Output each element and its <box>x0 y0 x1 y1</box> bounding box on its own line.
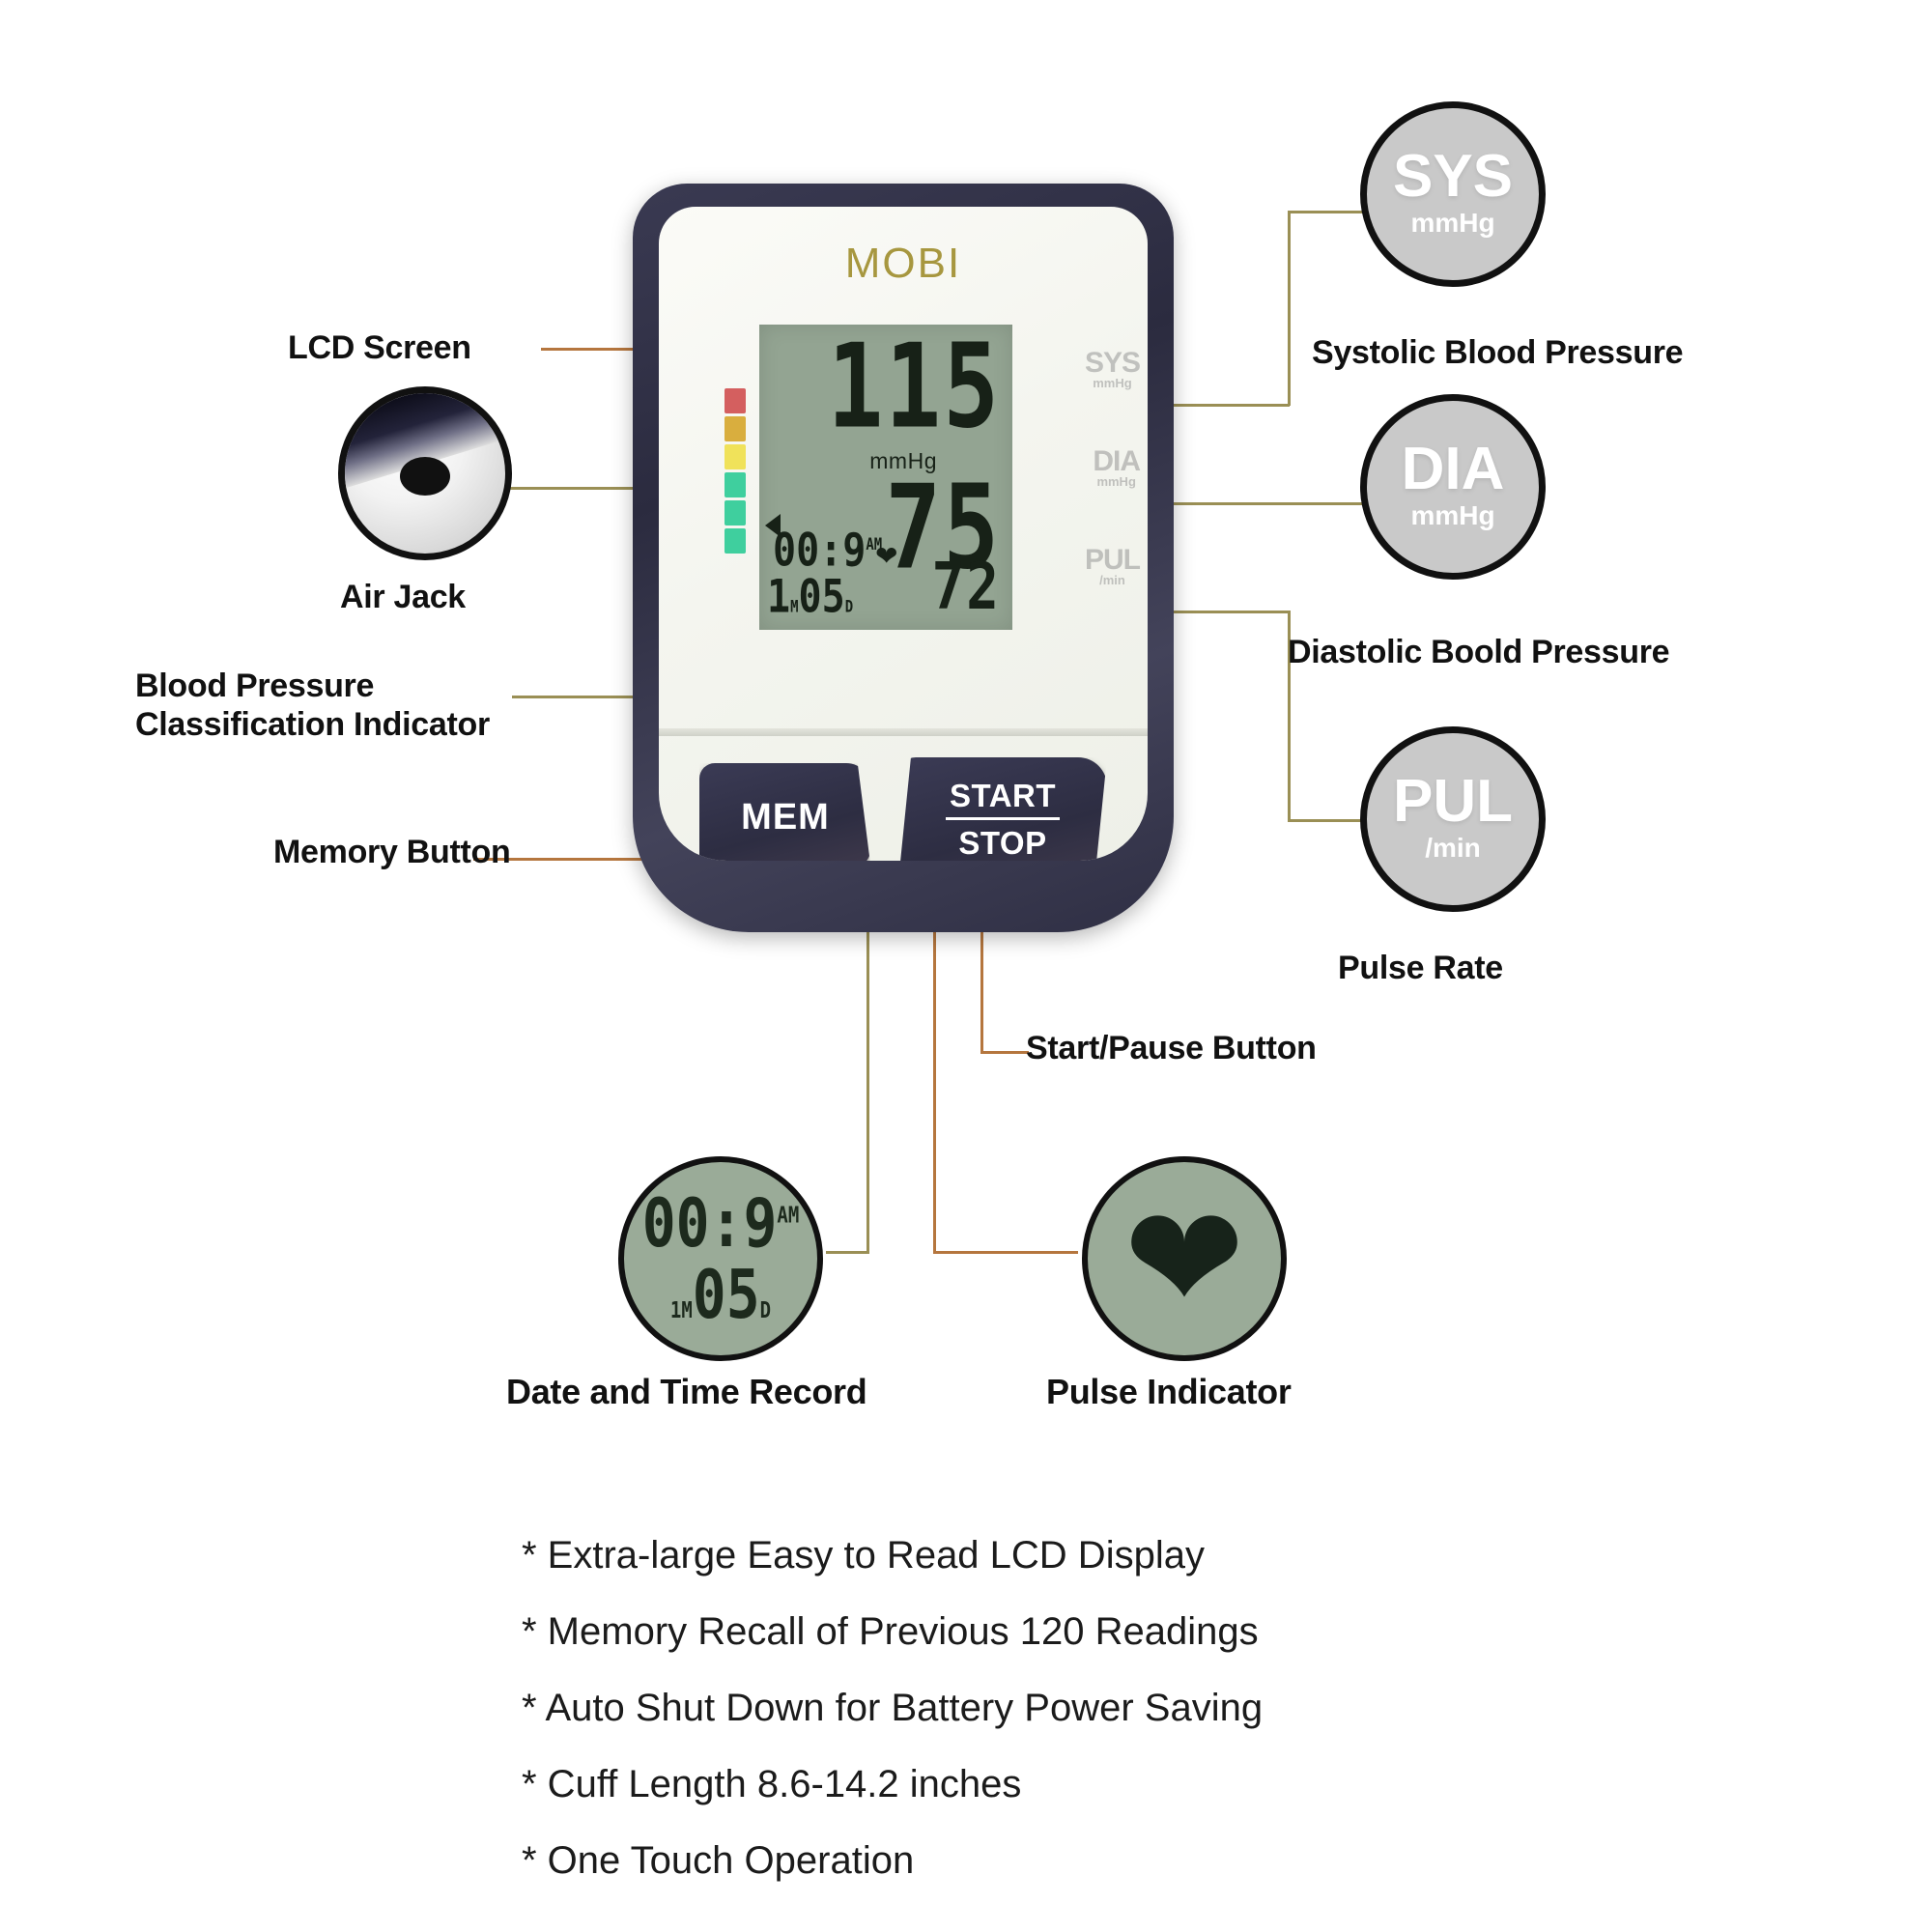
stop-button-label: STOP <box>958 824 1047 861</box>
classification-segment-green-2 <box>724 500 746 526</box>
classification-segment-orange <box>724 416 746 441</box>
callout-start-pause-button: Start/Pause Button <box>1026 1030 1317 1066</box>
callout-classification-line2: Classification Indicator <box>135 706 490 744</box>
leader-dia-h <box>1145 502 1386 505</box>
leader-pul-h1 <box>1145 611 1290 613</box>
zoom-circle-datetime: 00:9AM 1M05D <box>618 1156 823 1361</box>
callout-air-jack: Air Jack <box>340 579 466 615</box>
classification-segment-red <box>724 388 746 413</box>
leader-sys-h1 <box>1145 404 1290 407</box>
start-stop-button[interactable]: START STOP <box>898 757 1107 861</box>
leader-memory-button <box>473 858 715 861</box>
device-face: MOBI 115 mmHg 75 72 ❤ 00:9AM <box>659 207 1148 861</box>
panel-divider <box>659 728 1148 736</box>
leader-sys-h2 <box>1288 211 1384 213</box>
heart-icon: ❤ <box>875 541 898 571</box>
leader-datetime-v <box>867 676 869 1254</box>
blood-pressure-monitor-device: MOBI 115 mmHg 75 72 ❤ 00:9AM <box>633 184 1174 932</box>
zoom-dia-unit: mmHg <box>1410 499 1495 530</box>
lcd-systolic-value: 115 <box>827 319 1001 454</box>
memory-button-label: MEM <box>741 796 830 838</box>
callout-lcd-screen: LCD Screen <box>288 329 471 366</box>
air-jack-port-icon <box>400 457 450 497</box>
callout-diastolic: Diastolic Boold Pressure <box>1288 634 1670 670</box>
callout-classification-line1: Blood Pressure <box>135 668 375 704</box>
lcd-time-value: 00:9AM <box>773 525 883 578</box>
blood-pressure-classification-indicator <box>724 388 746 554</box>
leader-start-h <box>980 1051 1029 1054</box>
memory-button[interactable]: MEM <box>699 763 871 861</box>
feature-item: * One Touch Operation <box>522 1839 915 1882</box>
leader-pulse-h <box>933 1251 1078 1254</box>
zoom-pul-title: PUL <box>1393 768 1513 836</box>
leader-datetime-h <box>826 1251 869 1254</box>
lcd-screen: 115 mmHg 75 72 ❤ 00:9AM 1M05D <box>759 325 1012 630</box>
callout-memory-button: Memory Button <box>273 834 511 870</box>
zoom-pul-unit: /min <box>1425 832 1481 863</box>
leader-start-v <box>980 811 983 1053</box>
zoom-dia-title: DIA <box>1401 436 1505 503</box>
device-brand-logo: MOBI <box>844 240 962 287</box>
classification-pointer-icon <box>765 514 781 537</box>
lcd-diastolic-value: 75 <box>885 460 1001 595</box>
zoom-circle-dia: DIA mmHg <box>1360 394 1546 580</box>
feature-item: * Cuff Length 8.6-14.2 inches <box>522 1763 1022 1805</box>
zoom-sys-title: SYS <box>1392 143 1514 211</box>
air-jack-photo-circle <box>338 386 512 560</box>
callout-pulse-rate: Pulse Rate <box>1338 950 1503 986</box>
zoom-datetime-time: 00:9AM <box>641 1183 800 1263</box>
classification-segment-yellow <box>724 444 746 469</box>
feature-item: * Auto Shut Down for Battery Power Savin… <box>522 1687 1264 1729</box>
classification-segment-green-1 <box>724 472 746 497</box>
zoom-circle-pul: PUL /min <box>1360 726 1546 912</box>
zoom-circle-pulse-indicator: ❤ <box>1082 1156 1287 1361</box>
start-button-label: START <box>945 778 1061 820</box>
lcd-pulse-value: 72 <box>931 549 1001 625</box>
callout-classification-indicator: Blood Pressure Classification Indicator <box>135 667 490 744</box>
feature-item: * Extra-large Easy to Read LCD Display <box>522 1534 1205 1577</box>
bezel-label-sys: SYS mmHg <box>1084 347 1141 390</box>
leader-pul-h2 <box>1288 819 1394 822</box>
leader-air-jack <box>415 487 657 490</box>
callout-pulse-indicator: Pulse Indicator <box>1046 1372 1292 1411</box>
zoom-sys-unit: mmHg <box>1410 207 1495 238</box>
leader-pul-v <box>1288 611 1291 821</box>
zoom-circle-sys: SYS mmHg <box>1360 101 1546 287</box>
callout-date-time-record: Date and Time Record <box>506 1372 867 1411</box>
bezel-label-pul: PUL /min <box>1085 544 1141 587</box>
zoom-datetime-date: 1M05D <box>669 1255 772 1334</box>
feature-item: * Memory Recall of Previous 120 Readings <box>522 1610 1259 1653</box>
heart-icon: ❤ <box>1123 1178 1245 1340</box>
classification-segment-green-3 <box>724 528 746 554</box>
bezel-label-dia: DIA mmHg <box>1093 445 1141 489</box>
lcd-unit-label: mmHg <box>869 448 937 473</box>
leader-sys-v <box>1288 211 1291 406</box>
feature-list: * Extra-large Easy to Read LCD Display *… <box>522 1534 1584 1916</box>
callout-systolic: Systolic Blood Pressure <box>1312 334 1684 371</box>
lcd-date-value: 1M05D <box>767 571 854 624</box>
leader-pulse-v <box>933 618 936 1251</box>
